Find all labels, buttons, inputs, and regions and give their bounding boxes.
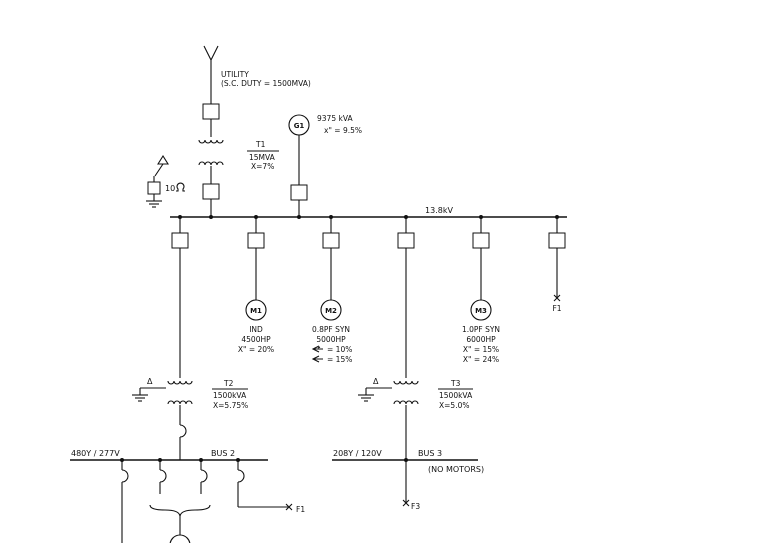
- t3-impedance: X=5.0%: [439, 401, 469, 410]
- g1-breaker[interactable]: [290, 184, 308, 201]
- t1-secondary-breaker[interactable]: [202, 183, 220, 200]
- t1-rating: 15MVA: [249, 153, 276, 162]
- main-bus-voltage: 13.8kV: [425, 206, 453, 215]
- m3-x2: X" = 24%: [463, 355, 499, 364]
- utility-breaker[interactable]: [202, 103, 220, 120]
- fault-f1-bottom-label: F1: [296, 505, 305, 514]
- bus3-name: BUS 3: [418, 449, 442, 458]
- t2-name: T2: [223, 379, 234, 388]
- t2-feeder-breaker[interactable]: [171, 232, 189, 249]
- f1-feeder-breaker[interactable]: [548, 232, 566, 249]
- m3-x1: X" = 15%: [463, 345, 499, 354]
- t1-impedance: X=7%: [251, 162, 274, 171]
- x-double-prime-icon: [311, 345, 323, 353]
- m1-xpp: X" = 20%: [238, 345, 274, 354]
- fault-f3-label: F3: [411, 502, 420, 511]
- m3-feeder-breaker[interactable]: [472, 232, 490, 249]
- ground-resistor-value: 10: [165, 184, 175, 193]
- t2-delta-icon: Δ: [147, 377, 153, 386]
- m3-symbol: M3: [475, 307, 487, 315]
- m1-motor[interactable]: M1: [245, 299, 267, 321]
- m3-hp: 6000HP: [466, 335, 496, 344]
- t2-rating: 1500kVA: [213, 391, 247, 400]
- m2-x2: = 15%: [327, 355, 352, 364]
- m1-type: IND: [249, 325, 263, 334]
- m2-motor[interactable]: M2: [320, 299, 342, 321]
- fault-f1-bottom-icon: [285, 503, 293, 511]
- t2-transformer: [167, 380, 193, 460]
- t3-name: T3: [450, 379, 461, 388]
- neutral-ground-resistor: [146, 154, 169, 208]
- t3-delta-icon: Δ: [373, 377, 379, 386]
- t1-transformer: [198, 139, 224, 219]
- t3-feeder-breaker[interactable]: [397, 232, 415, 249]
- t2-impedance: X=5.75%: [213, 401, 248, 410]
- x-prime-icon: [311, 355, 323, 363]
- g1-xpp: x" = 9.5%: [324, 126, 362, 135]
- bus2-feeders: [120, 458, 288, 543]
- t3-rating: 1500kVA: [439, 391, 473, 400]
- m1-symbol: M1: [250, 307, 262, 315]
- m2-feeder-breaker[interactable]: [322, 232, 340, 249]
- utility-label: UTILITY: [221, 70, 249, 79]
- fault-f3-icon: [402, 499, 410, 507]
- m2-symbol: M2: [325, 307, 337, 315]
- fault-f1-top-icon: [553, 294, 561, 302]
- utility-sc-duty: (S.C. DUTY = 1500MVA): [221, 79, 311, 88]
- m2-x1: = 10%: [327, 345, 352, 354]
- bus2-voltage: 480Y / 277V: [71, 449, 120, 458]
- bus2-name: BUS 2: [211, 449, 235, 458]
- g1-generator[interactable]: G1: [288, 114, 310, 136]
- m1-feeder-breaker[interactable]: [247, 232, 265, 249]
- g1-symbol: G1: [294, 122, 305, 130]
- m2-hp: 5000HP: [316, 335, 346, 344]
- t2-neutral-ground: [132, 387, 166, 402]
- ohm-icon: [176, 182, 185, 192]
- t3-transformer: [393, 380, 419, 460]
- bus3-voltage: 208Y / 120V: [333, 449, 382, 458]
- t3-neutral-ground: [358, 387, 392, 402]
- bus3-note: (NO MOTORS): [428, 465, 484, 474]
- fault-f1-top-label: F1: [552, 304, 561, 313]
- t1-name: T1: [255, 140, 266, 149]
- utility-source: [202, 45, 220, 137]
- feeder-breakers: [171, 217, 566, 249]
- m1-hp: 4500HP: [241, 335, 271, 344]
- m3-motor[interactable]: M3: [470, 299, 492, 321]
- g1-rating: 9375 kVA: [317, 114, 353, 123]
- m3-type: 1.0PF SYN: [462, 325, 500, 334]
- m2-type: 0.8PF SYN: [312, 325, 350, 334]
